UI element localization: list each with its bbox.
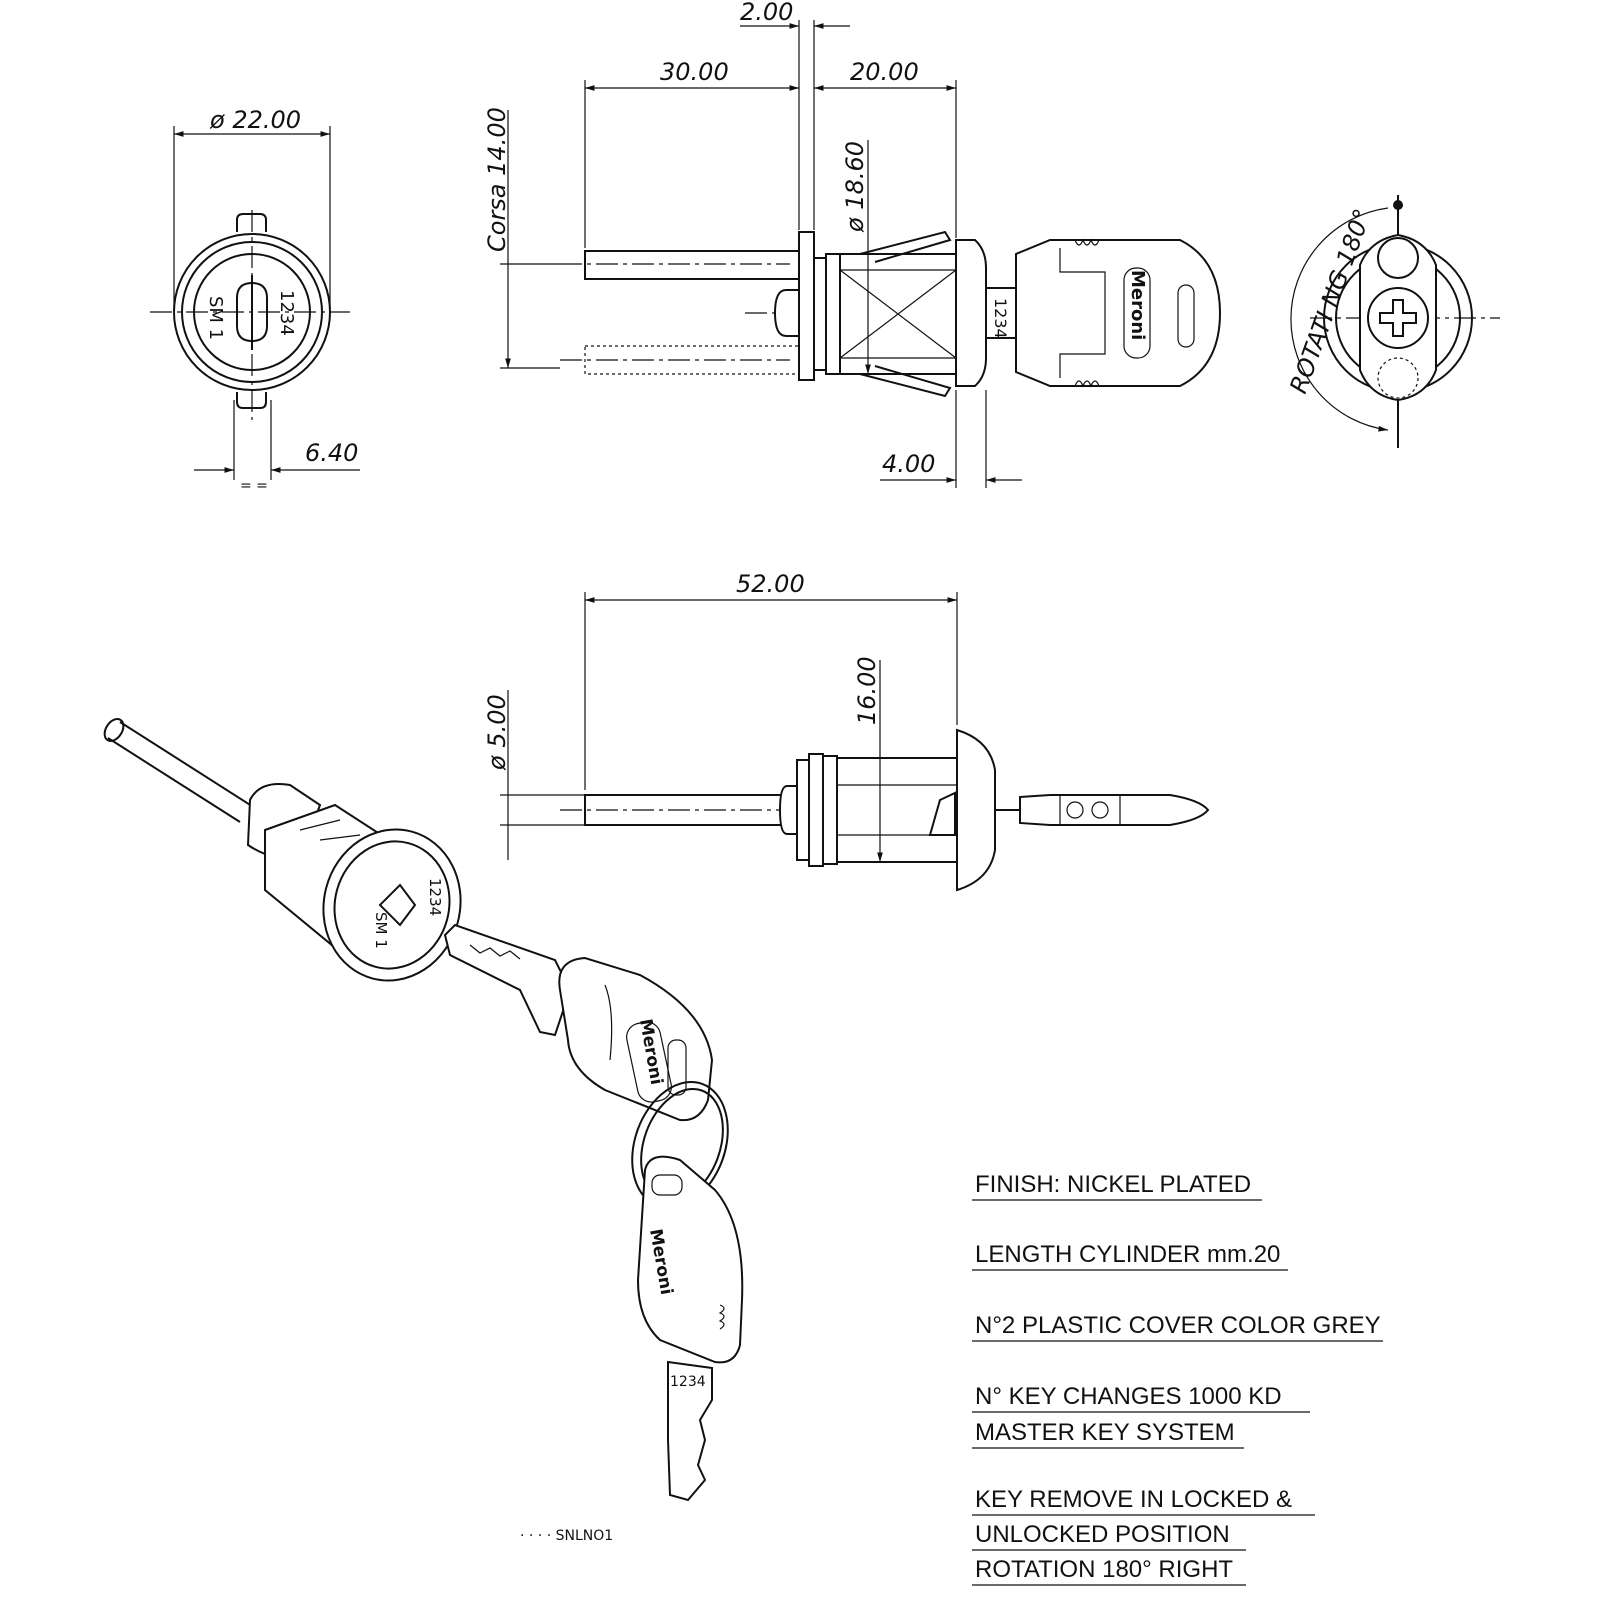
dim-corsa: Corsa 14.00 — [483, 107, 560, 369]
dim-d500-label: ø 5.00 — [483, 694, 511, 771]
dim-d640-label: 6.40 — [305, 439, 358, 467]
dim-d3000-label: 30.00 — [660, 58, 729, 86]
rotation-view: ROTATI NG 180° — [1284, 195, 1500, 448]
side-key-brand: Meroni — [1127, 270, 1148, 340]
dim-d2000-label: 20.00 — [850, 58, 919, 86]
dim-d5200-label: 52.00 — [736, 570, 805, 598]
dim-d3000: 30.00 — [584, 58, 799, 248]
dim-d22: ø 22.00 — [173, 106, 331, 310]
front-mark: SM 1 — [205, 296, 226, 340]
dim-d1860: ø 18.60 — [841, 140, 871, 374]
footer-fragment: · · · · SNLNO1 — [520, 1528, 613, 1544]
note-rotation: ROTATION 180° RIGHT — [975, 1556, 1233, 1583]
dim-d400: 4.00 — [880, 390, 1022, 488]
dim-d22-label: ø 22.00 — [209, 106, 301, 134]
front-number: 1234 — [276, 290, 297, 336]
front-view: 1234 SM 1 ø 22.00 6.40 = = — [150, 106, 360, 494]
side-view: 1234 Meroni 2.00 30.00 20.00 — [483, 0, 1222, 488]
dim-corsa-label: Corsa 14.00 — [483, 107, 511, 252]
dim-d2000: 20.00 — [814, 58, 957, 238]
note-unlocked: UNLOCKED POSITION — [975, 1521, 1230, 1548]
notes-block: FINISH: NICKEL PLATED LENGTH CYLINDER mm… — [972, 1171, 1383, 1586]
dim-d400-label: 4.00 — [882, 450, 935, 478]
dim-d500: ø 5.00 — [483, 690, 585, 860]
svg-text:= =: = = — [240, 478, 268, 494]
note-finish: FINISH: NICKEL PLATED — [975, 1171, 1251, 1198]
note-key-changes: N° KEY CHANGES 1000 KD — [975, 1383, 1282, 1410]
side-key-number: 1234 — [991, 298, 1010, 339]
dim-d1600: 16.00 — [853, 656, 883, 862]
dim-d5200: 52.00 — [584, 570, 958, 790]
dim-d1600-label: 16.00 — [853, 656, 881, 725]
note-cover: N°2 PLASTIC COVER COLOR GREY — [975, 1312, 1381, 1339]
lower-side-view: 52.00 ø 5.00 16.00 — [483, 570, 1210, 892]
dim-d1860-label: ø 18.60 — [841, 141, 869, 233]
note-key-remove: KEY REMOVE IN LOCKED & — [975, 1486, 1292, 1513]
iso-face-number: 1234 — [426, 878, 444, 916]
dim-d200: 2.00 — [740, 0, 850, 230]
note-master: MASTER KEY SYSTEM — [975, 1419, 1235, 1446]
dim-d640: 6.40 = = — [194, 400, 360, 494]
dim-d200-label: 2.00 — [740, 0, 793, 26]
isometric-view: 1234 SM 1 1234 Meroni Meroni 1234 — [103, 718, 744, 1502]
iso-face-mark: SM 1 — [372, 912, 390, 949]
note-length: LENGTH CYLINDER mm.20 — [975, 1241, 1280, 1268]
iso-key2-number: 1234 — [670, 1374, 706, 1390]
